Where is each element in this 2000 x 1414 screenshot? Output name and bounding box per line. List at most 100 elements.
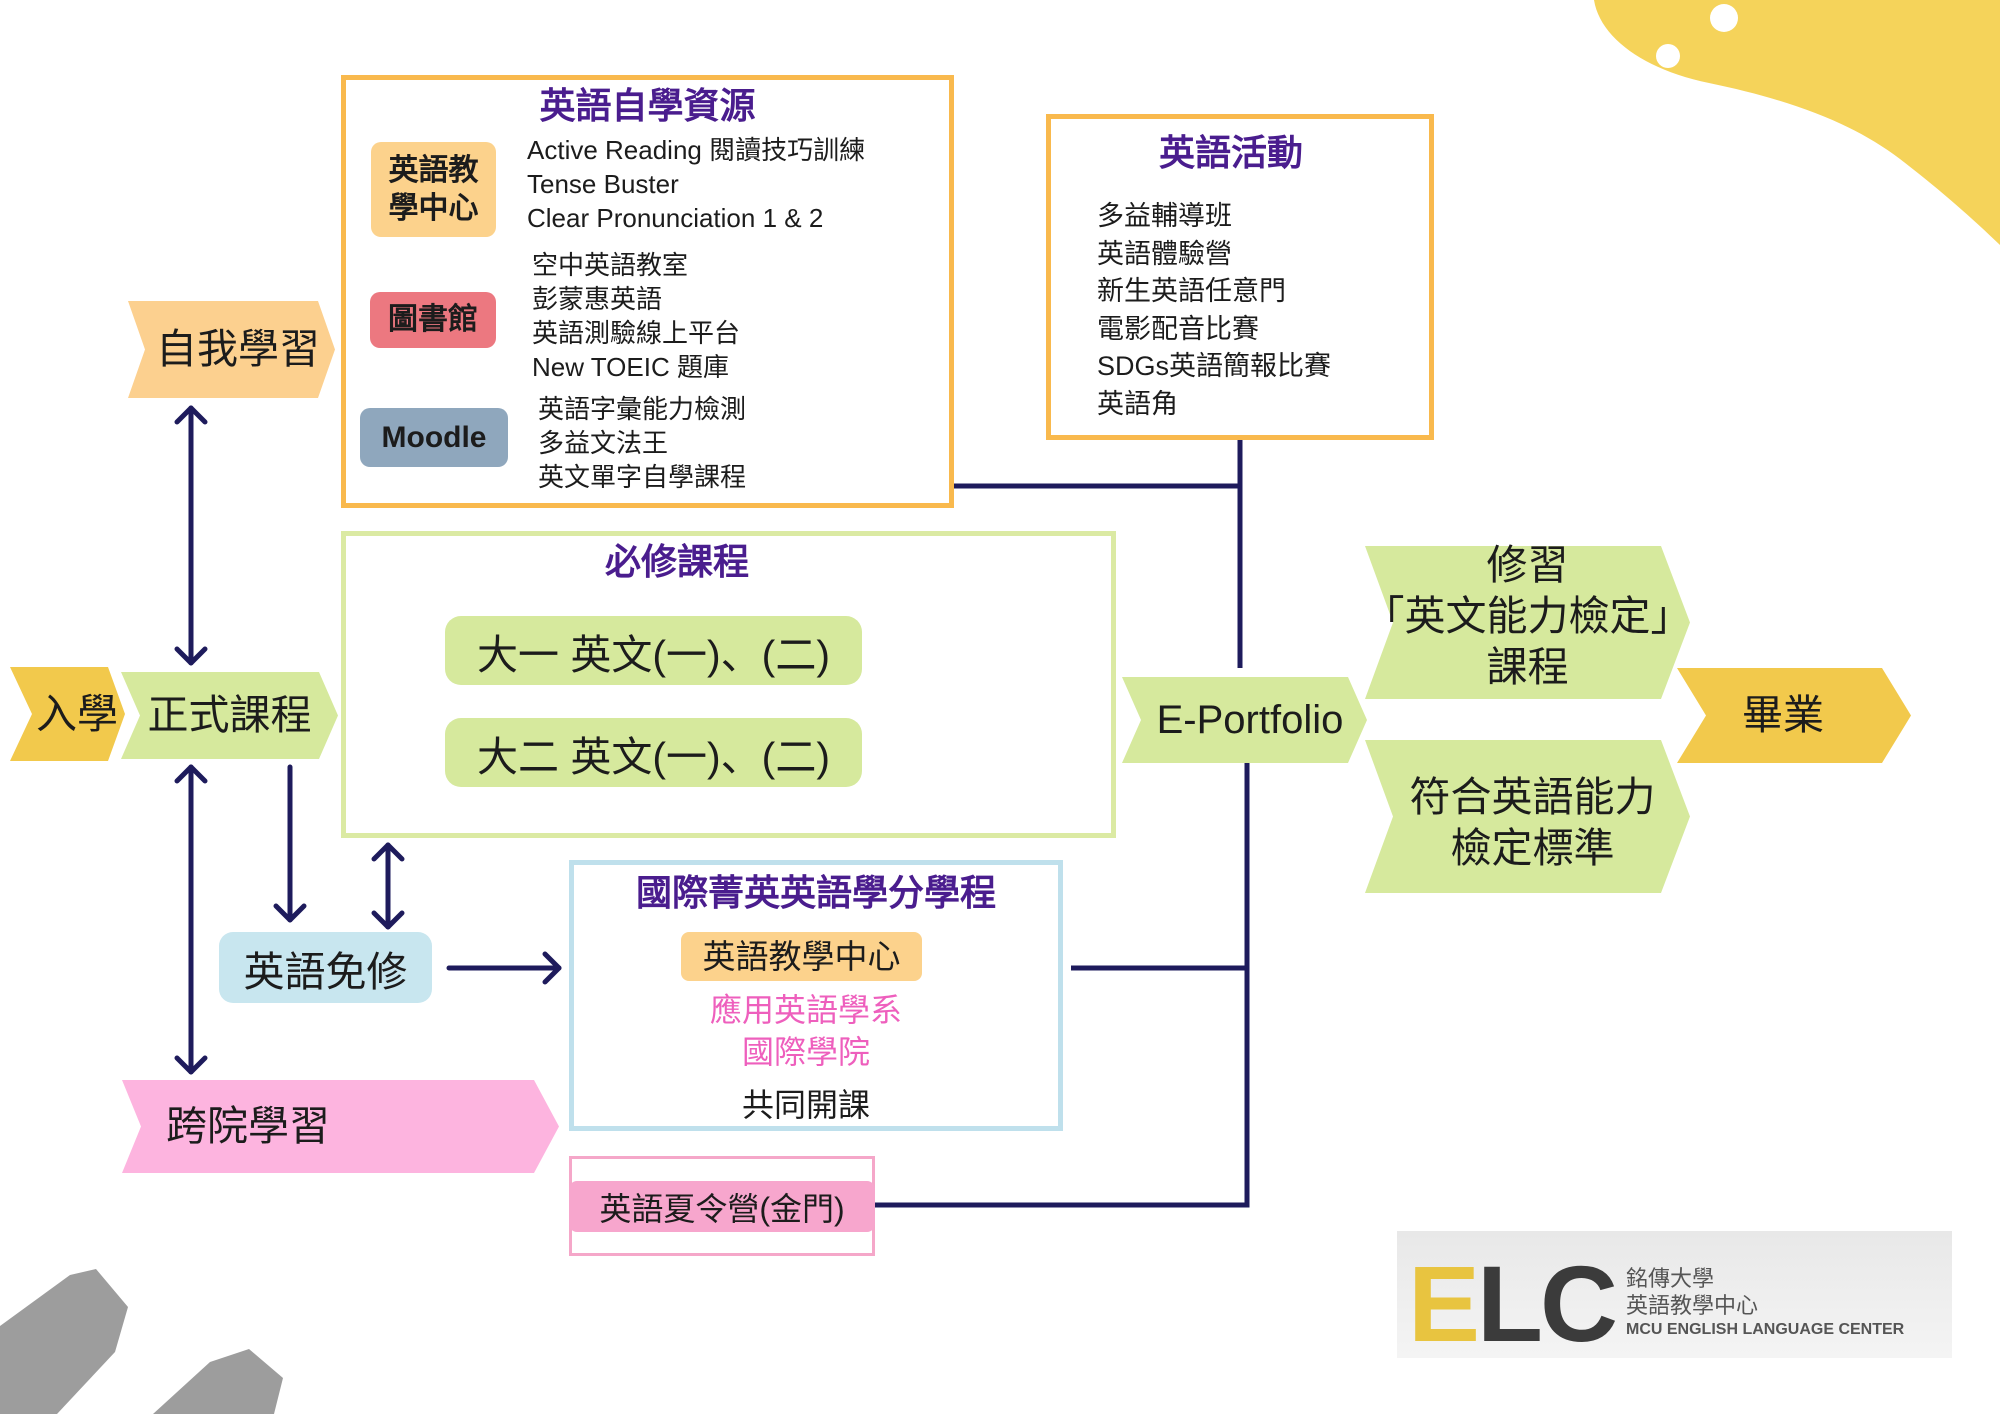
moodle-badge: Moodle: [360, 408, 508, 467]
arrowhead-up: [174, 405, 208, 425]
meets-standard-line: 檢定標準: [1450, 824, 1615, 871]
certification-course-chevron: 修習 「英文能力檢定」 課程: [1363, 542, 1692, 699]
self-study-resources-panel: 英語自學資源 英語教 學中心 Active Reading 閱讀技巧訓練 Ten…: [341, 75, 954, 508]
arrowhead-up: [371, 842, 405, 862]
gray-brush-decoration: [0, 1269, 283, 1414]
double-arrow-self-study-formal: [174, 405, 208, 666]
exemption-pill: 英語免修: [219, 932, 432, 1003]
formal-courses-chevron: 正式課程: [121, 672, 338, 759]
elite-program-panel: 國際菁英英語學分學程 英語教學中心 應用英語學系 國際學院 共同開課: [569, 860, 1063, 1131]
elite-program-elc-badge: 英語教學中心: [681, 932, 922, 981]
yellow-blob-shape: [1594, 0, 2000, 245]
activity-item: 英語角: [1097, 388, 1178, 419]
activities-panel: 英語活動 多益輔導班 英語體驗營 新生英語任意門 電影配音比賽 SDGs英語簡報…: [1046, 114, 1434, 440]
resource-item: 多益文法王: [538, 428, 669, 458]
meets-standard-chevron: 符合英語能力 檢定標準: [1365, 740, 1690, 893]
logo-letter-e: E: [1408, 1243, 1480, 1364]
resource-item: Tense Buster: [527, 169, 679, 199]
eportfolio-label: E-Portfolio: [1156, 697, 1344, 742]
graduation-label: 畢業: [1742, 692, 1824, 738]
certification-course-line: 「英文能力檢定」: [1363, 593, 1692, 639]
certification-course-text: 修習 「英文能力檢定」 課程: [1363, 542, 1692, 699]
eportfolio-chevron: E-Portfolio: [1122, 677, 1367, 763]
resource-item: Active Reading 閱讀技巧訓練: [527, 135, 866, 165]
required-courses-panel: 必修課程 大一 英文(一)、(二) 大二 英文(一)、(二): [341, 531, 1116, 838]
elc-resource-list: Active Reading 閱讀技巧訓練 Tense Buster Clear…: [527, 133, 865, 235]
activity-item: 英語體驗營: [1097, 238, 1232, 269]
chevron-shape: [1122, 677, 1367, 763]
activity-item: 新生英語任意門: [1097, 276, 1286, 306]
graduation-chevron: 畢業: [1677, 668, 1911, 763]
arrowhead-down: [174, 646, 208, 666]
activity-item: 電影配音比賽: [1097, 313, 1259, 344]
chevron-shape: [1365, 740, 1690, 893]
meets-standard-line: 符合英語能力: [1409, 773, 1656, 820]
chevron-shape: [1677, 668, 1911, 763]
arrowhead-up: [174, 764, 208, 784]
course-pill-year-one: 大一 英文(一)、(二): [445, 616, 862, 685]
chevron-shape: [122, 1080, 559, 1173]
resource-item: 英語字彙能力檢測: [538, 394, 747, 424]
arrow-exemption-to-program: [446, 951, 562, 985]
blob-dot: [1710, 4, 1738, 32]
resource-item: 英語測驗線上平台: [532, 318, 741, 348]
connectors: [875, 438, 1250, 1208]
activities-list: 多益輔導班 英語體驗營 新生英語任意門 電影配音比賽 SDGs英語簡報比賽 英語…: [1097, 198, 1331, 423]
chevron-shape: [1365, 546, 1690, 699]
chevron-shape: [121, 672, 338, 759]
certification-course-line: 修習: [1486, 542, 1569, 588]
meets-standard-text: 符合英語能力 檢定標準: [1365, 740, 1690, 893]
department-international-college: 國際學院: [741, 1034, 870, 1070]
logo-english-name: MCU ENGLISH LANGUAGE CENTER: [1626, 1321, 1905, 1338]
logo-unit-name: 英語教學中心: [1626, 1293, 1759, 1318]
brush-stroke: [0, 1269, 128, 1414]
elc-badge: 英語教 學中心: [371, 142, 496, 237]
arrowhead-down: [174, 1055, 208, 1075]
double-arrow-formal-cross-college: [174, 764, 208, 1075]
activity-item: 多益輔導班: [1097, 201, 1232, 231]
arrowhead-right: [542, 951, 562, 985]
cross-college-label: 跨院學習: [166, 1103, 330, 1149]
resource-item: 英文單字自學課程: [538, 462, 747, 492]
summer-camp-frame: 英語夏令營(金門): [569, 1156, 875, 1256]
logo-letters-lc: LC: [1477, 1243, 1618, 1364]
chevron-shape: [128, 301, 335, 398]
cross-college-chevron: 跨院學習: [122, 1080, 559, 1173]
moodle-resource-list: 英語字彙能力檢測 多益文法王 英文單字自學課程: [538, 392, 746, 494]
resource-item: Clear Pronunciation 1 & 2: [527, 203, 824, 233]
activities-title: 英語活動: [1158, 132, 1303, 173]
logo-mark: ELC: [1408, 1250, 1618, 1358]
department-applied-english: 應用英語學系: [709, 992, 902, 1028]
elc-badge-line: 學中心: [388, 191, 479, 225]
self-study-resources-title: 英語自學資源: [539, 85, 756, 126]
library-resource-list: 空中英語教室 彭蒙惠英語 英語測驗線上平台 New TOEIC 題庫: [532, 248, 740, 384]
self-study-label: 自我學習: [156, 326, 320, 372]
yellow-blob-decoration: [1594, 0, 2000, 245]
arrowhead-down: [273, 903, 307, 923]
required-courses-title: 必修課程: [604, 541, 749, 582]
self-study-chevron: 自我學習: [128, 301, 335, 398]
resource-item: 彭蒙惠英語: [532, 284, 663, 314]
double-arrow-required-exemption: [371, 842, 405, 930]
certification-course-line: 課程: [1486, 644, 1569, 690]
activity-item: SDGs英語簡報比賽: [1097, 351, 1332, 381]
co-offered-note: 共同開課: [741, 1087, 870, 1123]
library-badge: 圖書館: [370, 292, 496, 348]
elc-badge-line: 英語教: [388, 153, 479, 187]
blob-dot: [1656, 44, 1680, 68]
enrollment-label: 入學: [36, 690, 118, 737]
formal-courses-label: 正式課程: [147, 692, 312, 738]
logo-university-name: 銘傳大學: [1626, 1266, 1715, 1291]
arrowhead-down: [371, 910, 405, 930]
resource-item: New TOEIC 題庫: [532, 352, 729, 382]
elite-program-title: 國際菁英英語學分學程: [635, 872, 996, 913]
arrows: [174, 405, 562, 1075]
summer-camp-pill: 英語夏令營(金門): [569, 1181, 875, 1232]
enrollment-chevron: 入學: [10, 667, 125, 761]
brush-stroke: [153, 1349, 283, 1414]
arrow-formal-to-exemption: [273, 764, 307, 923]
elc-logo: ELC 銘傳大學 英語教學中心 MCU ENGLISH LANGUAGE CEN…: [1397, 1231, 1952, 1358]
resource-item: 空中英語教室: [532, 250, 689, 280]
